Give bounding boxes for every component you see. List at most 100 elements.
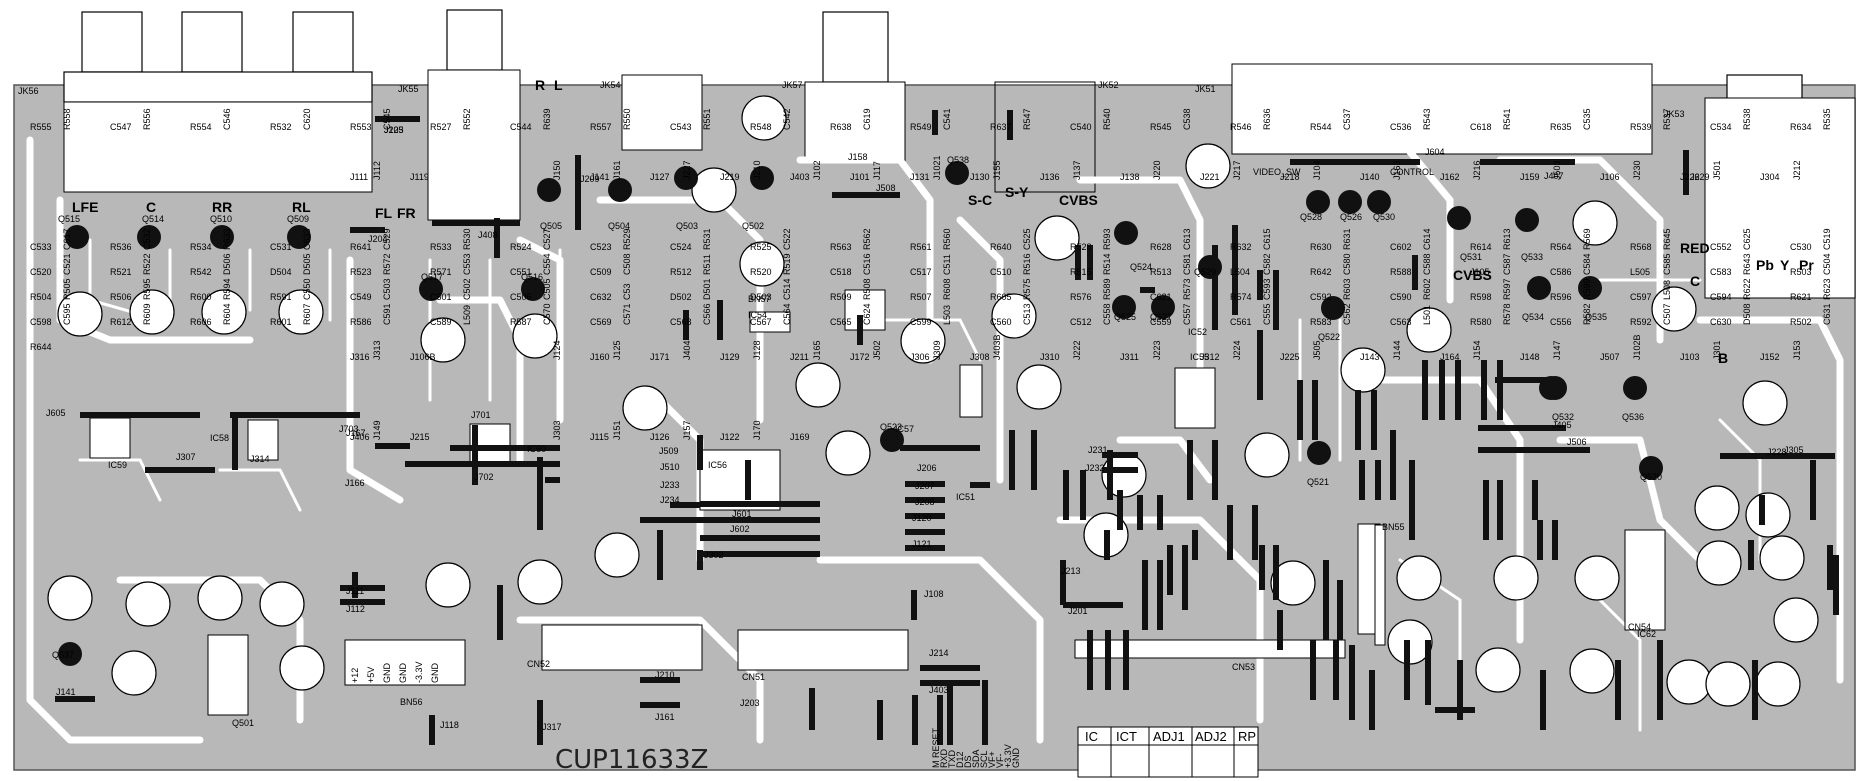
part-label: R557 [590, 122, 612, 132]
part-label: R642 [1310, 267, 1332, 277]
transistor-label: Q528 [1300, 212, 1322, 222]
jumper-id-label: J302 [704, 550, 724, 560]
jumper-id-label: J508 [876, 183, 896, 193]
header-label: CN51 [742, 672, 765, 682]
part-label: C589 [430, 317, 452, 327]
jumper-id-label: J205 [384, 125, 404, 135]
jumper-id-label: J403 [929, 685, 949, 695]
part-label: C570 [542, 303, 552, 325]
part-label: R527 [430, 122, 452, 132]
part-label: C624 [862, 303, 872, 325]
part-label: R595 [142, 278, 152, 300]
part-label: R553 [350, 122, 372, 132]
video-label: B [1718, 350, 1728, 366]
jumper-label: J161 [612, 160, 622, 180]
part-label: C585 [1662, 253, 1672, 275]
jumper-id-label: J167 [346, 428, 366, 438]
video-label: Pb [1756, 257, 1774, 273]
part-label: R571 [430, 267, 452, 277]
part-label: R630 [1310, 242, 1332, 252]
cn51-pin-label: D12 [955, 751, 965, 768]
transistor-label: Q525 [1114, 312, 1136, 322]
part-label: R516 [1022, 253, 1032, 275]
cn51-pin-label: VF+ [987, 751, 997, 768]
part-label: C633 [302, 228, 312, 250]
video-label: S-Y [1005, 184, 1029, 200]
jumper-id-label: J207 [915, 481, 935, 491]
part-label: R560 [942, 228, 952, 250]
part-label: C625 [1742, 228, 1752, 250]
jumper-id-label: J204 [368, 234, 388, 244]
jumper-id-label: J201 [1068, 606, 1088, 616]
video-label: C [1690, 273, 1700, 289]
part-label: C531 [270, 242, 292, 252]
jk55-rca-housing [427, 9, 521, 221]
part-label: C537 [1342, 108, 1352, 130]
part-label: R558 [62, 108, 72, 130]
transistor-label: Q532 [1552, 412, 1574, 422]
jumper-id-label: J229 [1690, 172, 1710, 182]
part-label: C586 [1550, 267, 1572, 277]
part-label: C541 [942, 108, 952, 130]
transistor-label: Q537 [52, 650, 74, 660]
header-label: BN56 [400, 697, 423, 707]
part-label: R628 [1150, 242, 1172, 252]
transistor-label: Q531 [1460, 252, 1482, 262]
part-label: C631 [1822, 303, 1832, 325]
jumper-label: J221 [1200, 172, 1220, 182]
part-label: D503 [750, 292, 772, 302]
ic-label: IC52 [1188, 327, 1207, 337]
part-label: C583 [1710, 267, 1732, 277]
part-label: C617 [62, 228, 72, 250]
jumper-label: J162 [1440, 172, 1460, 182]
jumper-id-label: J214 [929, 648, 949, 658]
part-label: R587 [510, 317, 532, 327]
transistor-label: Q522 [1318, 332, 1340, 342]
ic-bodies [89, 289, 1666, 635]
part-label: R580 [1470, 317, 1492, 327]
jumper-label: J129 [720, 352, 740, 362]
jumper-label: J301 [1712, 340, 1722, 360]
part-label: R520 [750, 267, 772, 277]
channel-label: LFE [72, 199, 98, 215]
jumper-label: J163 [1392, 160, 1402, 180]
part-label: L501 [1422, 305, 1432, 325]
part-label: C525 [1022, 228, 1032, 250]
part-label: C582 [1262, 253, 1272, 275]
header-bodies [207, 524, 1386, 716]
jumper-id-label: J307 [176, 452, 196, 462]
part-label: C529 [382, 228, 392, 250]
jumper-wires [55, 110, 1839, 745]
part-label: R633 [222, 228, 232, 250]
part-label: C533 [30, 242, 52, 252]
part-label: C557 [1182, 303, 1192, 325]
transistor-label: Q527 [1150, 312, 1172, 322]
part-label: R555 [30, 122, 52, 132]
part-label: R643 [1742, 253, 1752, 275]
bn56-pin-label: +5V [366, 667, 376, 683]
part-label: R513 [1150, 267, 1172, 277]
part-label: C620 [302, 108, 312, 130]
connector-label: JK57 [782, 80, 803, 90]
part-label: C588 [1422, 253, 1432, 275]
part-label: R535 [1822, 108, 1832, 130]
cn51-pin-label: VF- [995, 753, 1005, 768]
table-header: ICT [1116, 729, 1137, 744]
part-label: R503 [1790, 267, 1812, 277]
jumper-id-label: J112 [346, 604, 365, 614]
transistor-label: Q502 [742, 221, 764, 231]
transistor-label: Q516 [521, 272, 543, 282]
part-label: C518 [830, 267, 852, 277]
cn51-pin-labels: M RESET RXD TXD D12 DS SDA SCL VF+ VF- +… [931, 727, 1021, 768]
jumper-id-label: J108 [924, 589, 944, 599]
jumper-label: J138 [1120, 172, 1140, 182]
video-label: CVBS [1453, 267, 1492, 283]
ic-label: IC57 [895, 424, 914, 434]
part-label: R524 [510, 242, 532, 252]
part-label: C513 [1022, 303, 1032, 325]
part-label: C592 [1310, 292, 1332, 302]
video-label: S-C [968, 192, 992, 208]
